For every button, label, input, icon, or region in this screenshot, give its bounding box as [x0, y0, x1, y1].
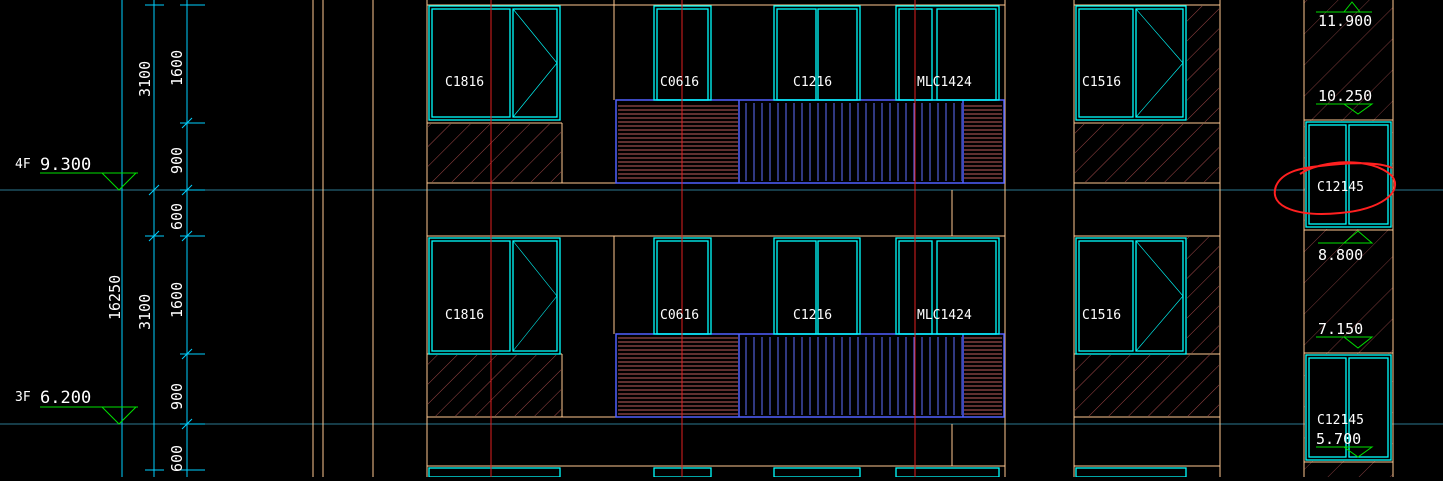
dim-seg-lower-3: 600 — [168, 445, 186, 472]
elevation-label-4f: 9.300 — [40, 155, 91, 175]
dim-floor-lower: 3100 — [136, 294, 154, 330]
dimension-texts: 16250 3100 3100 1600 900 600 1600 900 60… — [106, 50, 186, 472]
markup-circle — [1273, 161, 1397, 215]
window-label: MLC1424 — [917, 308, 972, 323]
dim-total: 16250 — [106, 275, 124, 320]
window-label: C1216 — [793, 308, 832, 323]
side-section: 11.900 10.250 8.800 7.150 5.700 C12145 C… — [1303, 0, 1394, 477]
side-elevation-label: 5.700 — [1316, 430, 1361, 448]
side-elevation-label: 10.250 — [1318, 87, 1372, 105]
balcony-upper — [615, 99, 1005, 184]
window-label: C1216 — [793, 75, 832, 90]
dim-seg-upper-1: 1600 — [168, 50, 186, 86]
side-window-label: C12145 — [1317, 413, 1364, 428]
window-label: C1516 — [1082, 75, 1121, 90]
side-elevation-label: 7.150 — [1318, 320, 1363, 338]
dim-seg-lower-2: 900 — [168, 383, 186, 410]
windows-upper — [428, 5, 1187, 121]
side-elevation-label: 11.900 — [1318, 12, 1372, 30]
red-axis-lines — [490, 0, 916, 477]
window-labels-lower: C1816 C0616 C1216 MLC1424 C1516 — [445, 308, 1121, 323]
floor-label-4f: 4F — [15, 157, 31, 172]
window-label: C0616 — [660, 75, 699, 90]
level-marker-4f: 4F 9.300 — [15, 155, 138, 191]
floor-label-3f: 3F — [15, 390, 31, 405]
window-label: C0616 — [660, 308, 699, 323]
side-elevation-label: 8.800 — [1318, 246, 1363, 264]
side-window-label: C12145 — [1317, 180, 1364, 195]
window-labels-upper: C1816 C0616 C1216 MLC1424 C1516 — [445, 75, 1121, 90]
balcony-lower — [615, 333, 1005, 418]
spandrel-hatches — [428, 6, 1219, 416]
window-label: MLC1424 — [917, 75, 972, 90]
dim-seg-upper-2: 900 — [168, 147, 186, 174]
window-label: C1516 — [1082, 308, 1121, 323]
dimension-chain — [121, 0, 205, 477]
level-marker-3f: 3F 6.200 — [15, 388, 138, 425]
window-label: C1816 — [445, 308, 484, 323]
window-label: C1816 — [445, 75, 484, 90]
dim-floor-upper: 3100 — [136, 61, 154, 97]
dim-seg-upper-3: 600 — [168, 203, 186, 230]
elevation-label-3f: 6.200 — [40, 388, 91, 408]
dim-seg-lower-1: 1600 — [168, 282, 186, 318]
floor-axis-lines — [0, 189, 1443, 425]
